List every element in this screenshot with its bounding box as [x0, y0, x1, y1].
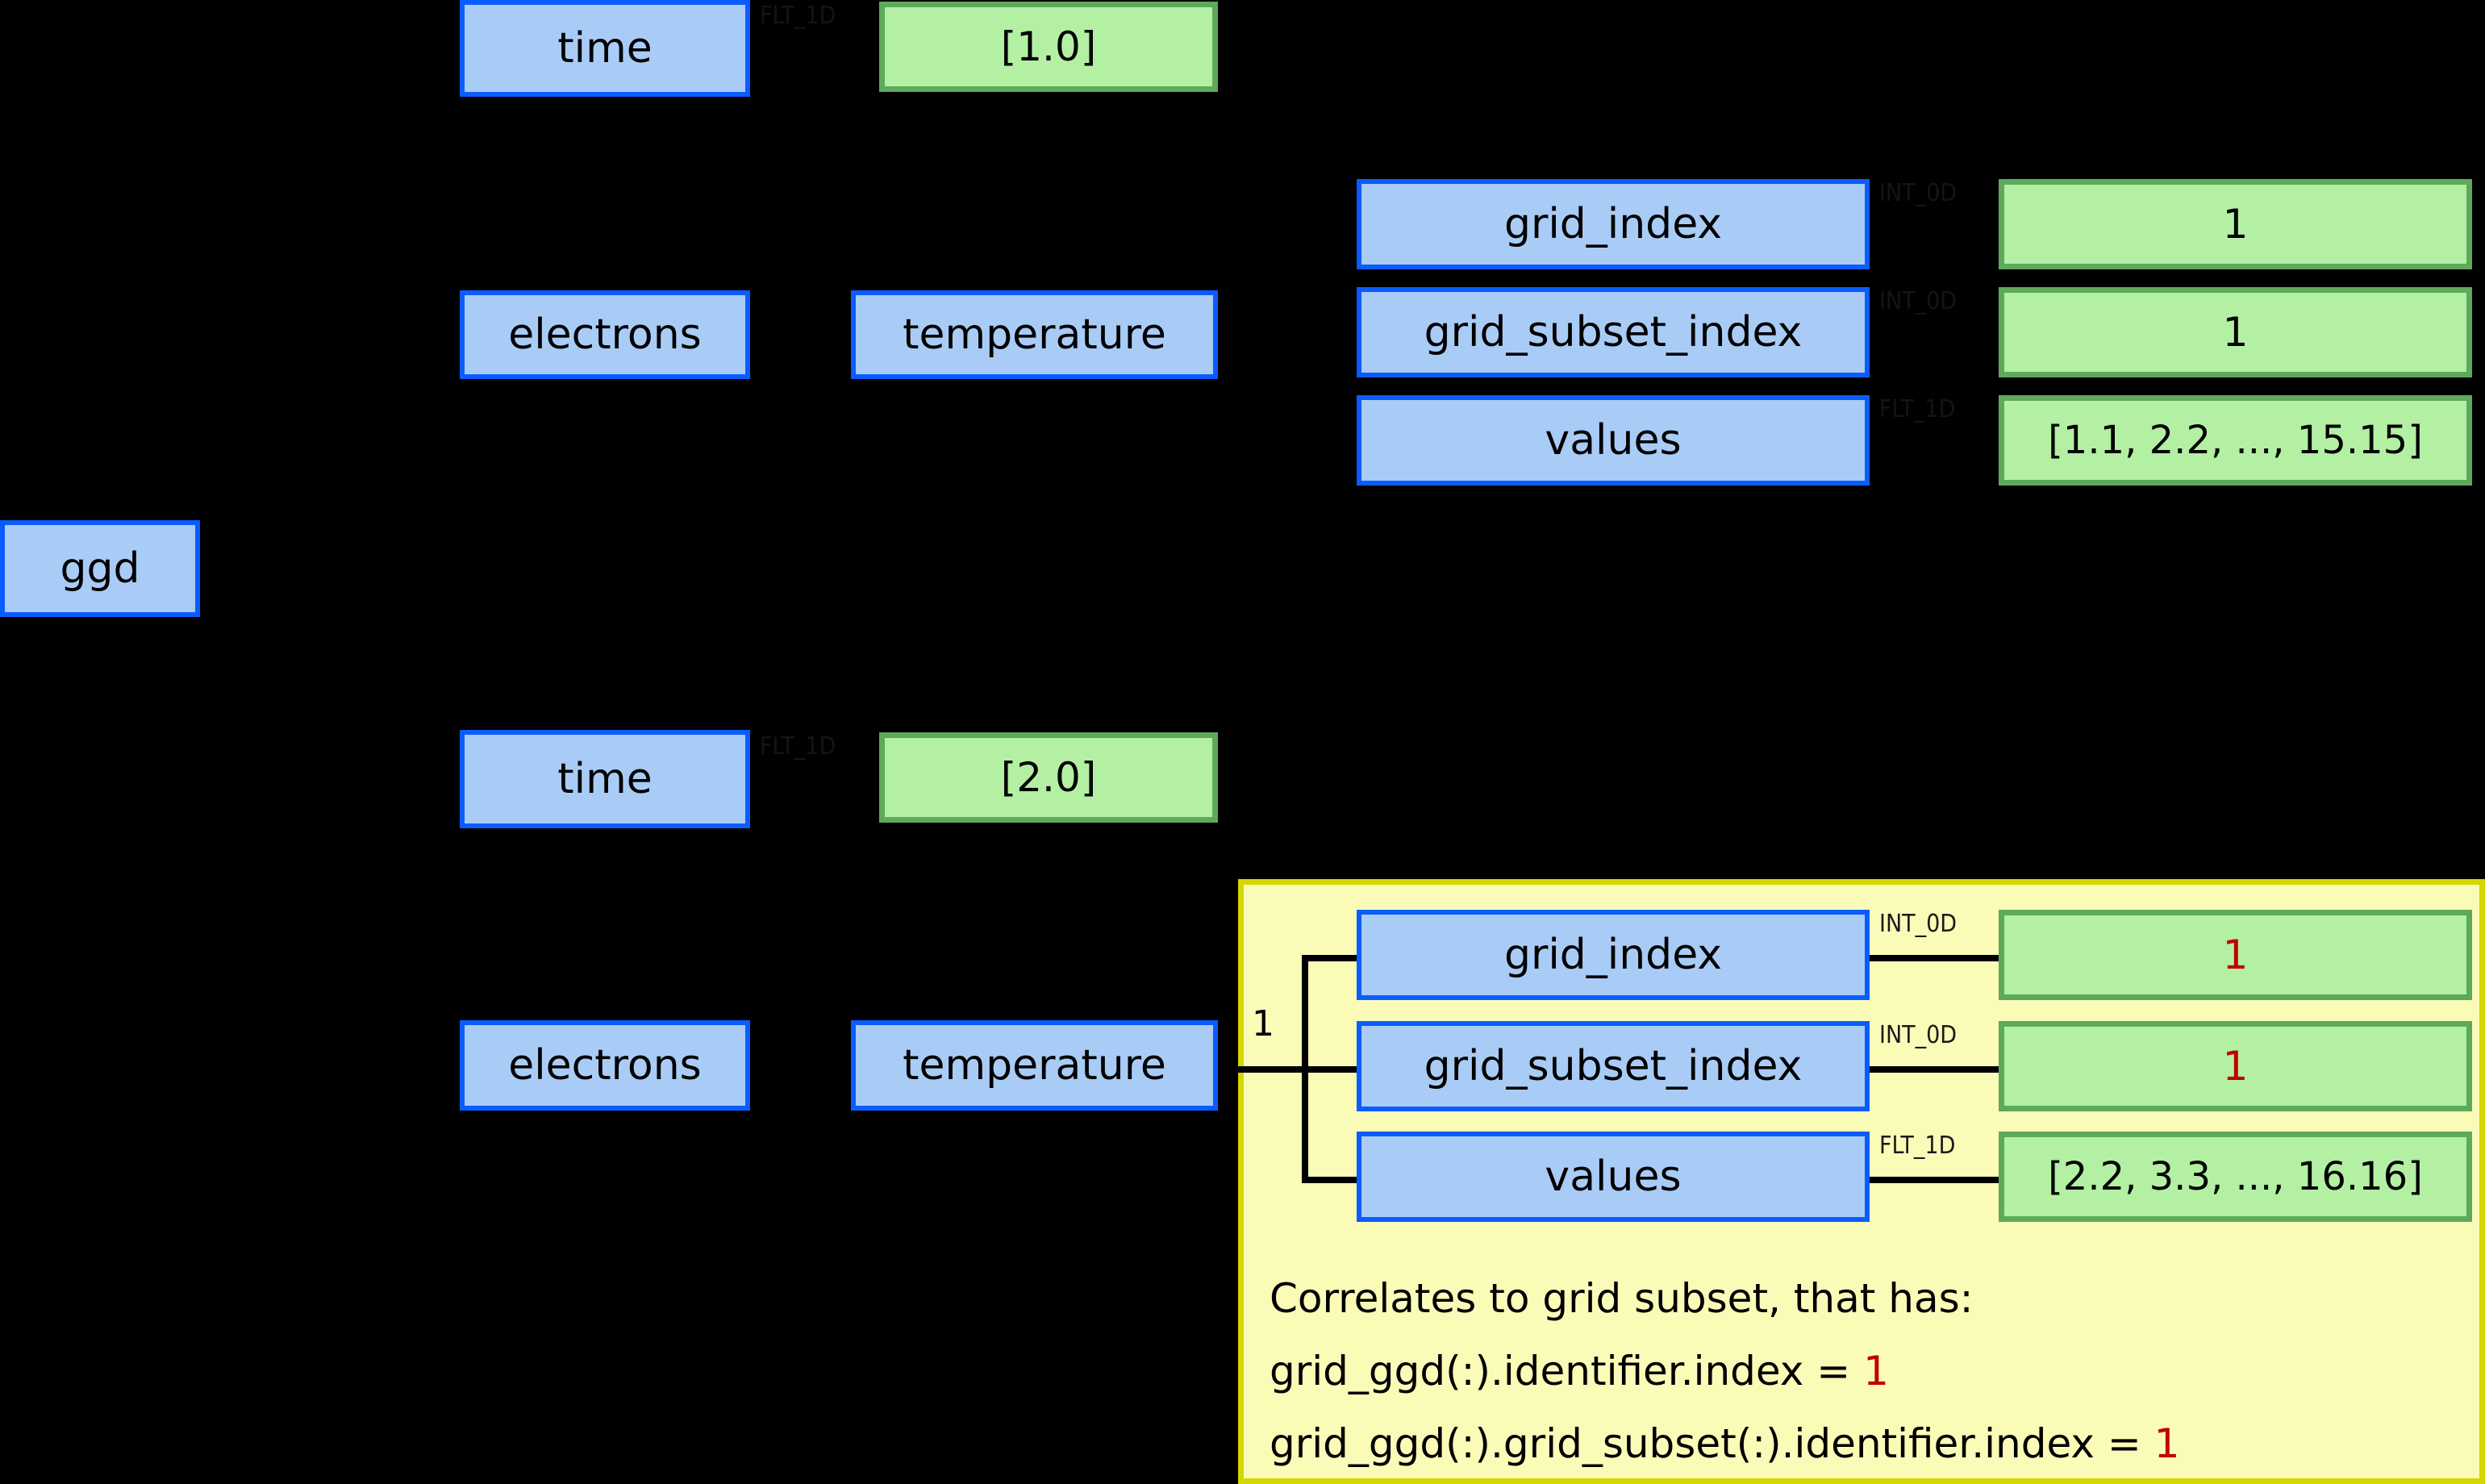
type-label-values-slice1: FLT_1D — [1879, 395, 1956, 423]
value-grid-subset-index-slice2: 1 — [1999, 1021, 2472, 1111]
node-time-slice1[interactable]: time — [460, 0, 750, 97]
value-values-slice2: [2.2, 3.3, ..., 16.16] — [1999, 1132, 2472, 1222]
node-ggd[interactable]: ggd — [0, 520, 200, 617]
value-values-slice1: [1.1, 2.2, ..., 15.15] — [1999, 395, 2472, 486]
type-label-time-slice1: FLT_1D — [760, 2, 836, 30]
value-time-slice1: [1.0] — [879, 2, 1218, 92]
node-grid-index-slice1[interactable]: grid_index — [1357, 179, 1870, 269]
edge-temperature2-stub — [1216, 1066, 1305, 1073]
node-values-slice2[interactable]: values — [1357, 1132, 1870, 1222]
value-time-slice2: [2.0] — [879, 732, 1218, 823]
callout-note-line2-value: 1 — [1863, 1348, 1889, 1394]
type-label-grid-index-slice2: INT_0D — [1879, 910, 1958, 938]
edge-ggd-to-electrons-1 — [232, 331, 462, 338]
callout-note-line2-prefix: grid_ggd(:).identifier.index = — [1270, 1348, 1864, 1394]
edge-electrons1-to-temperature — [750, 331, 853, 338]
callout-note-line2: grid_ggd(:).identifier.index = 1 — [1270, 1345, 1889, 1397]
type-label-values-slice2: FLT_1D — [1879, 1132, 1956, 1160]
callout-note-line1: Correlates to grid subset, that has: — [1270, 1275, 1974, 1322]
edge-temperature1-to-values — [1302, 440, 1360, 446]
value-grid-subset-index-slice1: 1 — [1999, 287, 2472, 377]
edge-grid-index2-to-value — [1870, 955, 2000, 961]
edge-ggd-to-electrons-2 — [232, 1066, 462, 1073]
edge-temperature2-to-grid-index — [1302, 955, 1360, 961]
node-grid-subset-index-slice2[interactable]: grid_subset_index — [1357, 1021, 1870, 1111]
node-electrons-slice1[interactable]: electrons — [460, 290, 750, 379]
edge-grid-index1-to-value — [1870, 224, 2000, 231]
edge-time2-to-value — [750, 777, 881, 783]
edge-time1-to-value — [750, 45, 881, 52]
value-grid-index-slice2: 1 — [1999, 910, 2472, 1000]
node-temperature-slice1[interactable]: temperature — [851, 290, 1218, 379]
node-grid-subset-index-slice1[interactable]: grid_subset_index — [1357, 287, 1870, 377]
type-label-grid-index-slice1: INT_0D — [1879, 179, 1958, 207]
edge-values1-to-value — [1870, 440, 2000, 446]
edge-electrons2-to-temperature — [750, 1066, 853, 1073]
node-time-slice2[interactable]: time — [460, 730, 750, 828]
branch-index-label-slice2: 1 — [1252, 1003, 1274, 1044]
edge-ggd-to-time-2 — [232, 777, 462, 783]
callout-note-line3-prefix: grid_ggd(:).grid_subset(:).identifier.in… — [1270, 1420, 2154, 1467]
edge-temperature1-stub — [1216, 331, 1305, 338]
edge-temperature2-to-grid-subset-index — [1302, 1066, 1360, 1073]
type-label-grid-subset-index-slice2: INT_0D — [1879, 1021, 1958, 1049]
edge-ggd-to-time-1 — [232, 45, 462, 52]
edge-ggd-trunk-horizontal — [200, 565, 232, 571]
node-temperature-slice2[interactable]: temperature — [851, 1020, 1218, 1111]
edge-temperature1-to-grid-subset-index — [1302, 331, 1360, 338]
callout-note-line3-value: 1 — [2154, 1420, 2180, 1467]
node-electrons-slice2[interactable]: electrons — [460, 1020, 750, 1111]
callout-note-line3: grid_ggd(:).grid_subset(:).identifier.in… — [1270, 1418, 2179, 1469]
edge-temperature1-to-grid-index — [1302, 224, 1360, 231]
type-label-time-slice2: FLT_1D — [760, 732, 836, 761]
edge-grid-subset-index2-to-value — [1870, 1066, 2000, 1073]
edge-ggd-trunk-vertical — [232, 45, 239, 1069]
type-label-grid-subset-index-slice1: INT_0D — [1879, 287, 1958, 315]
edge-temperature2-to-values — [1302, 1177, 1360, 1183]
value-grid-index-slice1: 1 — [1999, 179, 2472, 269]
edge-values2-to-value — [1870, 1177, 2000, 1183]
node-grid-index-slice2[interactable]: grid_index — [1357, 910, 1870, 1000]
node-values-slice1[interactable]: values — [1357, 395, 1870, 486]
edge-grid-subset-index1-to-value — [1870, 331, 2000, 338]
